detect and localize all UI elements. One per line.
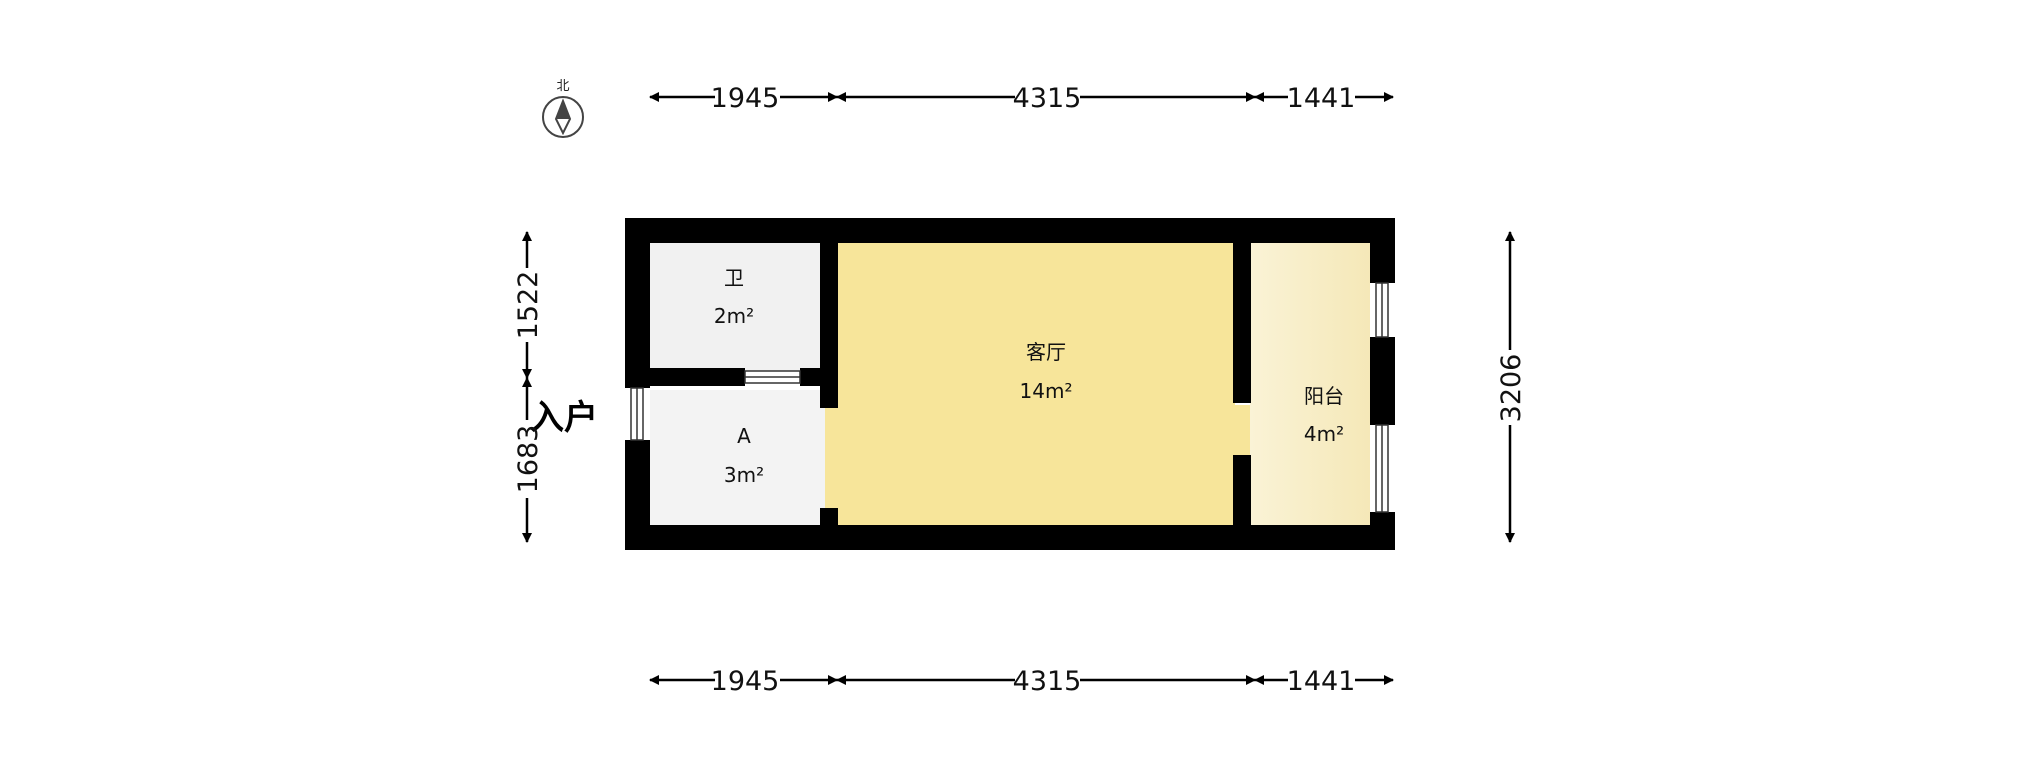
balcony-window-lower — [1375, 424, 1389, 513]
living-room-floor — [825, 243, 1235, 525]
walls — [625, 218, 1395, 550]
dim-bottom-1: 1945 — [711, 666, 780, 697]
dimension-bottom: 1945 4315 1441 — [649, 666, 1394, 697]
room-bathroom: 卫 2m² — [714, 266, 754, 328]
dim-top-3: 1441 — [1287, 83, 1356, 114]
dim-left-1: 1522 — [513, 271, 544, 340]
room-living-area: 14m² — [1020, 379, 1073, 403]
entrance-label: 入户 — [530, 398, 598, 438]
balcony-window-upper — [1375, 282, 1389, 338]
room-bathroom-name: 卫 — [724, 266, 744, 290]
window-bath-partition — [744, 370, 801, 384]
dim-bottom-2: 4315 — [1013, 666, 1082, 697]
dim-top-1: 1945 — [711, 83, 780, 114]
dim-right-1: 3206 — [1496, 354, 1527, 423]
room-balcony-name: 阳台 — [1304, 384, 1344, 408]
room-balcony: 阳台 4m² — [1304, 384, 1344, 446]
room-a-area: 3m² — [724, 463, 764, 487]
dim-bottom-3: 1441 — [1287, 666, 1356, 697]
dimension-right: 3206 — [1496, 231, 1527, 543]
dimension-left: 1522 1683 — [513, 231, 544, 543]
room-a-name: A — [737, 424, 751, 448]
entry-door-frame — [630, 387, 644, 441]
dimension-top: 1945 4315 1441 — [649, 83, 1394, 114]
north-label: 北 — [556, 79, 569, 94]
room-a: A 3m² — [724, 424, 764, 487]
room-a-floor — [650, 390, 825, 525]
compass: 北 — [542, 79, 584, 138]
compass-icon — [542, 96, 584, 138]
bathroom-floor — [650, 243, 820, 373]
dim-left-2: 1683 — [513, 425, 544, 494]
room-living-name: 客厅 — [1026, 340, 1066, 364]
room-balcony-area: 4m² — [1304, 422, 1344, 446]
balcony-floor — [1250, 243, 1370, 525]
dim-top-2: 4315 — [1013, 83, 1082, 114]
room-living: 客厅 14m² — [1020, 340, 1073, 403]
room-bathroom-area: 2m² — [714, 304, 754, 328]
